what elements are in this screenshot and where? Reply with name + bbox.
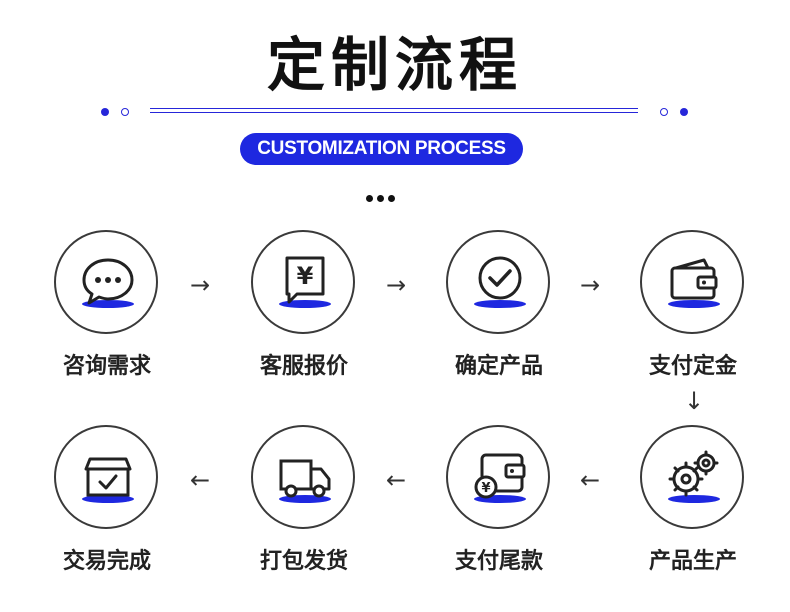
subtitle-badge: CUSTOMIZATION PROCESS <box>240 133 523 165</box>
flow-arrow-right: → <box>580 271 601 299</box>
step-icon-circle <box>640 230 744 334</box>
step-label: 支付定金 <box>648 354 737 379</box>
flow-arrow-left: ← <box>386 466 407 494</box>
page-title: 定制流程 <box>266 31 523 99</box>
wallet-icon <box>668 258 720 308</box>
step-label: 交易完成 <box>62 549 151 574</box>
step-label: 咨询需求 <box>62 354 151 379</box>
svg-text:¥: ¥ <box>297 262 314 290</box>
step-label: 打包发货 <box>259 549 348 574</box>
step-label: 支付尾款 <box>454 549 543 574</box>
decor-dot <box>121 108 129 116</box>
ellipsis-decoration <box>366 187 399 206</box>
check-circle-icon <box>474 256 526 308</box>
step-label: 产品生产 <box>648 549 737 574</box>
flow-arrow-right: → <box>190 271 211 299</box>
flow-arrow-right: → <box>386 271 407 299</box>
decor-dot <box>101 108 109 116</box>
flow-arrow-left: ← <box>580 466 601 494</box>
step-icon-circle <box>54 230 158 334</box>
step-label: 客服报价 <box>259 354 348 379</box>
wallet-yen-icon: ¥ <box>474 453 526 503</box>
step-icon-circle <box>251 425 355 529</box>
flow-arrow-down: ↓ <box>684 387 705 415</box>
decor-dot <box>660 108 668 116</box>
step-icon-circle <box>640 425 744 529</box>
decor-dot <box>680 108 688 116</box>
step-icon-circle: ¥ <box>446 425 550 529</box>
step-icon-circle: ¥ <box>251 230 355 334</box>
title-divider <box>150 108 638 113</box>
step-icon-circle <box>54 425 158 529</box>
yen-quote-icon: ¥ <box>279 256 331 308</box>
svg-text:¥: ¥ <box>481 481 490 496</box>
delivery-truck-icon <box>279 459 331 503</box>
chat-bubble-icon <box>82 258 134 308</box>
box-check-icon <box>82 457 134 503</box>
gears-icon <box>668 450 720 503</box>
step-icon-circle <box>446 230 550 334</box>
flow-arrow-left: ← <box>190 466 211 494</box>
step-label: 确定产品 <box>454 354 543 379</box>
